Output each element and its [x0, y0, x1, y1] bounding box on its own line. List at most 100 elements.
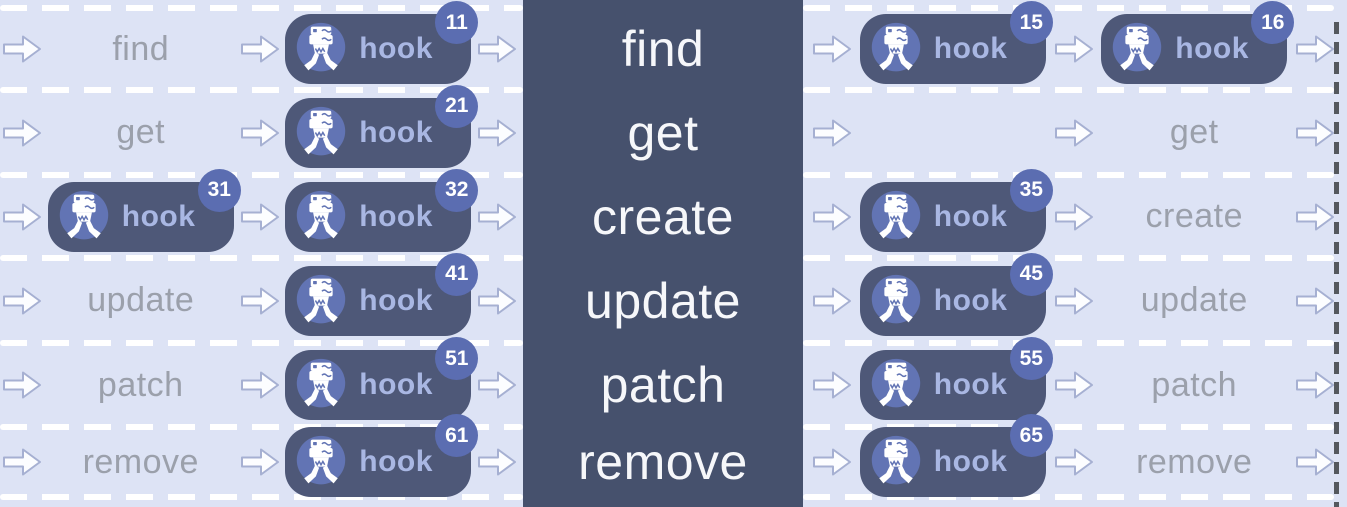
method-label: find — [112, 29, 170, 68]
hook-pill-label: hook — [933, 32, 1008, 65]
hook-pill: hook 21 — [285, 84, 479, 168]
row-divider — [0, 172, 523, 178]
hook-pill: hook 16 — [1101, 1, 1295, 84]
hook-pill-label: hook — [933, 445, 1008, 478]
row-divider — [0, 255, 523, 261]
hook-pill: hook 35 — [859, 168, 1053, 252]
hook-claw-icon — [871, 358, 921, 412]
hook-claw-icon — [296, 435, 346, 489]
flow-row-after-update: hook 45 update — [803, 252, 1347, 343]
flow-arrow-icon — [240, 368, 280, 402]
hook-pill-label: hook — [359, 283, 433, 317]
method-label: get — [116, 113, 166, 151]
hook-order-badge: 31 — [197, 168, 241, 212]
hook-pill-label: hook — [121, 199, 196, 233]
hook-order-badge: 16 — [1251, 1, 1295, 44]
flow-arrow-icon — [2, 445, 42, 479]
row-divider — [0, 5, 523, 11]
service-method-name: remove — [578, 434, 748, 490]
method-label: patch — [97, 365, 184, 404]
hook-pill: hook 61 — [285, 414, 479, 497]
hook-pill-label: hook — [359, 115, 433, 149]
hook-order-badge: 21 — [435, 84, 479, 128]
diagram-right-dashed-border — [1334, 22, 1339, 507]
flow-arrow-icon — [2, 284, 42, 318]
hook-claw-icon — [59, 190, 109, 244]
hook-claw-icon — [296, 106, 346, 160]
hook-pill: hook 55 — [859, 337, 1053, 420]
hook-claw-icon — [296, 22, 346, 76]
flow-arrow-icon — [240, 32, 280, 66]
flow-arrow-icon — [1054, 32, 1094, 66]
flow-arrow-icon — [240, 445, 280, 479]
hook-order-badge: 32 — [435, 168, 479, 212]
method-label: create — [1145, 197, 1243, 235]
hook-claw-icon — [1112, 22, 1162, 76]
flow-arrow-icon — [1054, 445, 1094, 479]
flow-row-before-patch: patch hook 51 — [0, 337, 523, 427]
flow-arrow-icon — [812, 368, 852, 402]
row-divider — [0, 340, 523, 346]
flow-row-before-update: update hook 41 — [0, 252, 523, 343]
hook-order-badge: 15 — [1009, 1, 1053, 44]
flow-arrow-icon — [812, 116, 852, 150]
flow-row-before-get: get hook 21 — [0, 84, 523, 175]
hook-order-badge: 41 — [435, 252, 479, 296]
hook-claw-icon — [296, 274, 346, 328]
hook-claw-icon — [296, 358, 346, 412]
hook-pill: hook 15 — [859, 1, 1053, 84]
method-label: update — [1140, 281, 1248, 319]
flow-arrow-icon — [1295, 200, 1335, 234]
hook-pill-label: hook — [359, 445, 433, 478]
hook-order-badge: 51 — [435, 337, 479, 380]
method-label: remove — [82, 442, 199, 481]
flow-arrow-icon — [240, 284, 280, 318]
hook-pill: hook 65 — [859, 414, 1053, 497]
flow-arrow-icon — [1295, 32, 1335, 66]
row-divider — [0, 424, 523, 430]
service-method-name: get — [627, 104, 699, 161]
hook-order-badge: 11 — [435, 1, 479, 44]
row-divider — [803, 87, 1334, 93]
service-method-name: create — [592, 188, 734, 245]
flow-arrow-icon — [2, 368, 42, 402]
hook-order-badge: 65 — [1009, 414, 1053, 457]
row-divider — [803, 172, 1334, 178]
hook-claw-icon — [871, 274, 921, 328]
hook-pill: hook 32 — [285, 168, 479, 252]
hook-pill: hook 31 — [47, 168, 241, 252]
flow-arrow-icon — [1054, 200, 1094, 234]
hook-pill: hook 41 — [285, 252, 479, 336]
method-label: patch — [1151, 365, 1238, 404]
hook-pill-label: hook — [359, 199, 433, 233]
row-divider — [803, 255, 1334, 261]
service-method-name: patch — [600, 357, 726, 413]
flow-arrow-icon — [1295, 116, 1335, 150]
hook-pill-label: hook — [933, 283, 1008, 317]
hook-claw-icon — [296, 190, 346, 244]
flow-arrow-icon — [812, 200, 852, 234]
hook-pill-label: hook — [933, 368, 1008, 401]
flow-arrow-icon — [240, 116, 280, 150]
service-method-name: update — [585, 272, 741, 329]
hook-pill-label: hook — [1175, 32, 1249, 65]
flow-row-after-create: hook 35 create — [803, 168, 1347, 258]
hook-pill-label: hook — [933, 199, 1008, 233]
hook-pill: hook 45 — [859, 252, 1053, 336]
flow-arrow-icon — [2, 32, 42, 66]
hook-pill: hook 11 — [285, 1, 479, 84]
hook-claw-icon — [871, 190, 921, 244]
flow-row-after-patch: hook 55 patch — [803, 337, 1347, 427]
hook-pill: hook 51 — [285, 337, 479, 420]
row-divider — [803, 340, 1334, 346]
flow-arrow-icon — [812, 445, 852, 479]
service-methods-panel: find get create update patch remove — [523, 0, 803, 507]
hook-order-badge: 45 — [1009, 252, 1053, 296]
hook-order-badge: 55 — [1009, 337, 1053, 380]
flow-arrow-icon — [2, 200, 42, 234]
flow-arrow-icon — [1295, 445, 1335, 479]
hook-order-badge: 35 — [1009, 168, 1053, 212]
method-label: update — [87, 281, 195, 319]
flow-arrow-icon — [1295, 368, 1335, 402]
flow-arrow-icon — [1054, 284, 1094, 318]
